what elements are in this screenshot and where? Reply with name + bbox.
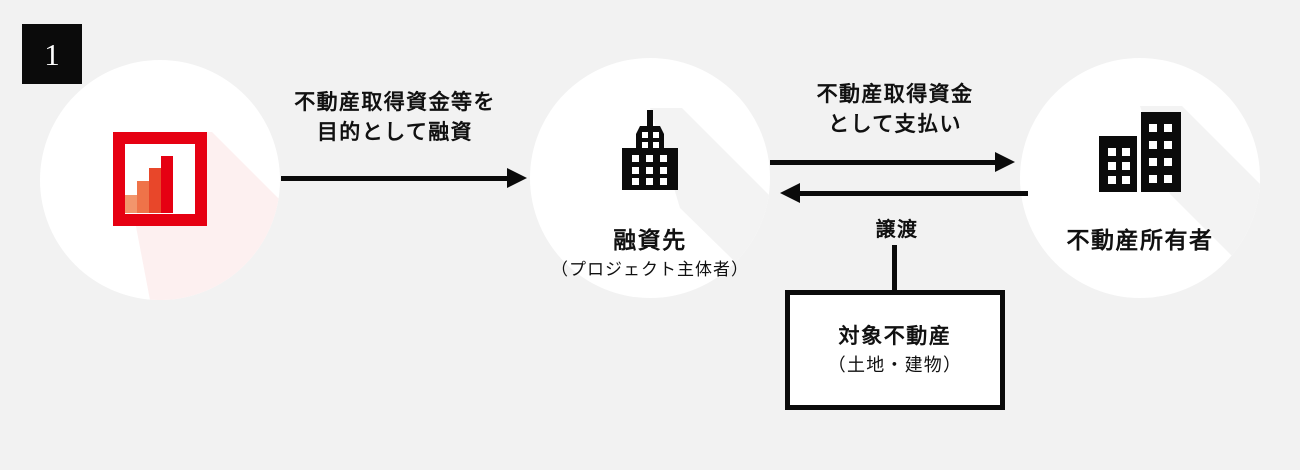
skyscraper-icon [614,110,686,190]
flow-payment-label: 不動産取得資金 として支払い [770,80,1020,141]
node-lendee-subtitle: （プロジェクト主体者） [551,259,749,279]
flow-payment-arrow-head-left [780,183,800,203]
node-property-owner: 不動産所有者 [1020,58,1260,298]
property-box-title: 対象不動産 [838,324,952,348]
property-box: 対象不動産 （土地・建物） [785,290,1005,410]
chart-bar [161,156,173,213]
chart-bar [149,168,161,213]
node-funding-source [40,60,280,300]
chart-bar [125,195,137,213]
flow-loan-label-line1: 不動産取得資金等を [294,91,496,114]
bar-chart-in-frame-icon [113,132,207,226]
flow-transfer-label: 譲渡 [875,219,919,241]
chart-icon-bars [125,156,173,213]
flow-loan-arrow-shaft [281,176,509,181]
node-icon-layer [1020,58,1260,298]
flow-payment-arrow-shaft-left [800,191,1028,196]
node-owner-label-group: 不動産所有者 [980,226,1300,255]
flow-loan-label-line2: 目的として融資 [316,121,474,145]
two-buildings-icon [1097,112,1183,192]
step-number-label: 1 [44,36,60,72]
flow-loan-label: 不動産取得資金等を 目的として融資 [270,88,520,149]
flow-payment-label-line1: 不動産取得資金 [816,83,974,106]
flow-payment-arrow-head-right [995,152,1015,172]
node-icon-layer [530,58,770,298]
node-lendee-label-group: 融資先 （プロジェクト主体者） [490,226,810,282]
flow-payment-arrow-shaft-right [770,160,997,165]
chart-bar [137,181,149,213]
node-lendee: 融資先 （プロジェクト主体者） [530,58,770,298]
node-lendee-title: 融資先 [613,227,687,253]
flow-transfer-connector-line [892,245,897,295]
step-number-badge: 1 [22,24,82,84]
node-owner-title: 不動産所有者 [1066,227,1214,253]
flow-payment-label-line2: として支払い [828,113,962,137]
flow-loan-arrow-head [507,168,527,188]
property-box-subtitle: （土地・建物） [827,354,963,375]
node-icon-layer [40,60,280,300]
